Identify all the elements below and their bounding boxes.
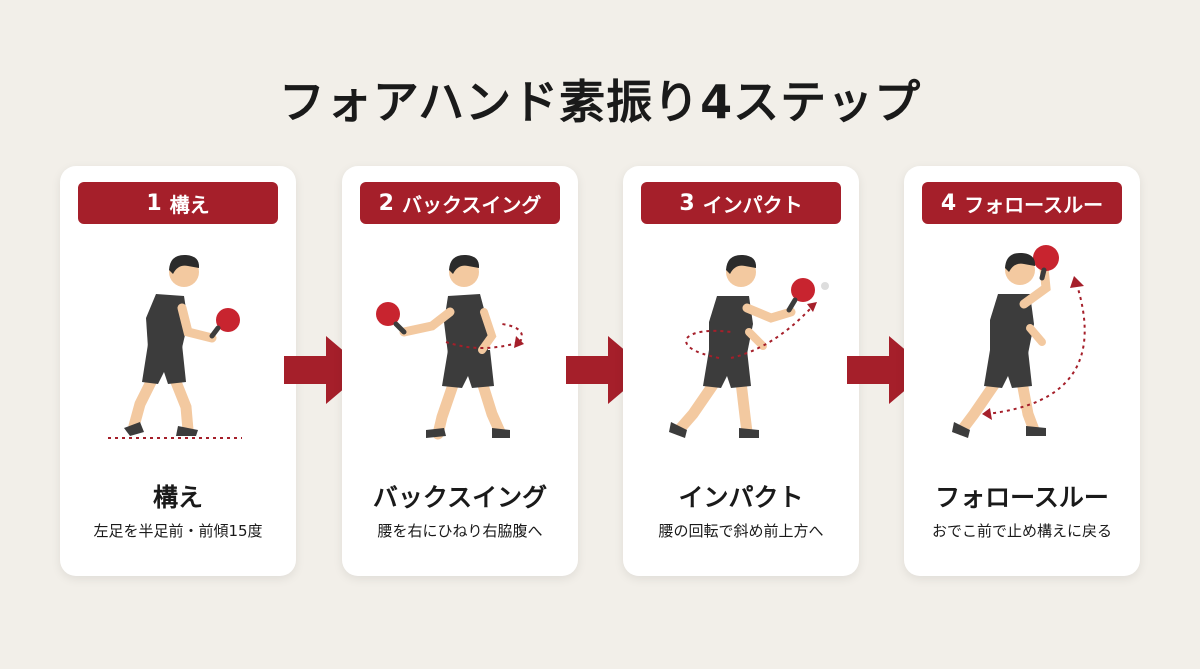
- step-card-4: 4 フォロースルー フォロースルー おでこ前で止め構えに戻る: [904, 166, 1140, 576]
- step-card-2: 2 バックスイング バックスイング 腰を右にひねり右脇腹へ: [342, 166, 578, 576]
- step-number: 2: [378, 190, 394, 216]
- page-title: フォアハンド素振り4ステップ: [278, 75, 922, 129]
- step-badge-1: 1 構え: [78, 182, 278, 224]
- step-description: 腰を右にひねり右脇腹へ: [377, 522, 543, 540]
- step-badge-label: バックスイング: [401, 192, 542, 217]
- step-badge-4: 4 フォロースルー: [922, 182, 1122, 224]
- step-badge-label: インパクト: [702, 192, 803, 217]
- step-card-1: 1 構え 構え 左足を半足前・前傾15度: [60, 166, 296, 576]
- step-badge-3: 3 インパクト: [641, 182, 841, 224]
- step-name: フォロースルー: [935, 483, 1109, 512]
- step-name: インパクト: [678, 483, 804, 512]
- step-description: おでこ前で止め構えに戻る: [931, 522, 1112, 540]
- step-name: バックスイング: [372, 483, 548, 512]
- step-number: 3: [679, 190, 695, 216]
- step-badge-label: 構え: [169, 192, 210, 217]
- step-badge-label: フォロースルー: [964, 192, 1104, 217]
- player-ready-icon: [108, 254, 242, 439]
- step-description: 左足を半足前・前傾15度: [93, 522, 263, 540]
- step-description: 腰の回転で斜め前上方へ: [658, 522, 824, 540]
- step-badge-2: 2 バックスイング: [360, 182, 560, 224]
- step-card-3: 3 インパクト インパクト 腰の回転で斜め前上方へ: [623, 166, 859, 576]
- player-follow-through-icon: [952, 245, 1086, 438]
- step-number: 4: [940, 190, 957, 216]
- step-name: 構え: [152, 483, 203, 512]
- player-impact-icon: [669, 254, 829, 438]
- step-number: 1: [146, 190, 162, 216]
- player-backswing-icon: [376, 254, 524, 440]
